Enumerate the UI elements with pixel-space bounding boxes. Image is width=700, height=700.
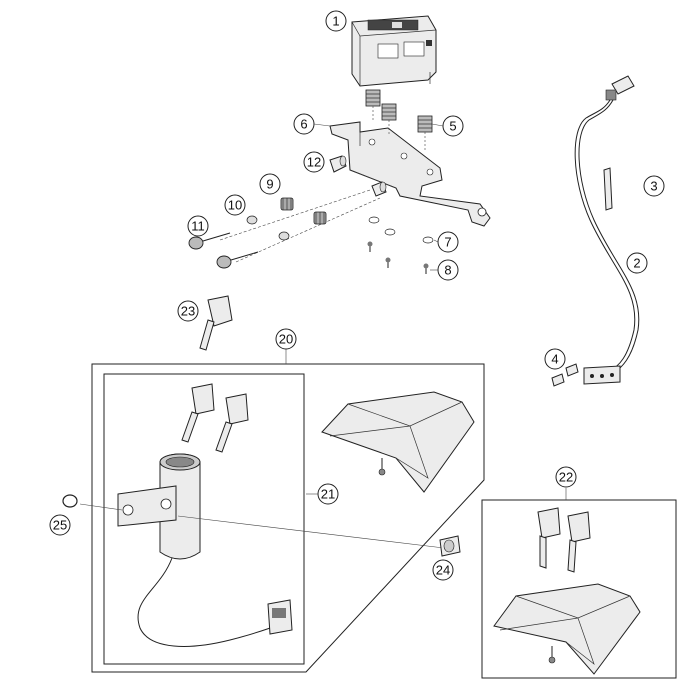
leader-line-25 <box>79 503 123 511</box>
callout-7: 7 <box>437 231 459 253</box>
washer-screw-parts <box>367 216 434 274</box>
callout-21: 21 <box>317 483 339 505</box>
svg-text:8: 8 <box>444 263 451 278</box>
svg-text:23: 23 <box>181 304 195 319</box>
mounting-bracket-part <box>329 121 491 227</box>
rubber-grommet-parts <box>365 89 433 150</box>
bolt-part-24 <box>439 535 461 557</box>
callout-9: 9 <box>259 173 281 195</box>
callout-4: 4 <box>544 348 566 370</box>
callout-2: 2 <box>626 252 648 274</box>
svg-text:9: 9 <box>266 177 273 192</box>
svg-text:10: 10 <box>228 198 242 213</box>
seat-lock-cover-part <box>321 391 475 493</box>
bolt-assembly-parts <box>188 189 381 269</box>
ignition-lock-set-box <box>91 348 485 673</box>
strap-part <box>603 167 613 211</box>
ring-part-25 <box>62 494 78 508</box>
callout-11: 11 <box>187 215 209 237</box>
lock-kit-keys-part <box>537 507 591 573</box>
leader-line-24 <box>177 515 445 549</box>
svg-text:2: 2 <box>633 256 640 271</box>
instrument-cluster-part <box>351 15 437 87</box>
cable-harness-part <box>574 75 640 385</box>
callout-25: 25 <box>49 514 71 536</box>
ignition-lock-subset-box <box>103 373 305 665</box>
svg-text:1: 1 <box>332 14 339 29</box>
single-key-part <box>199 295 233 351</box>
callout-23: 23 <box>177 300 199 322</box>
callout-3: 3 <box>643 175 665 197</box>
svg-text:12: 12 <box>307 155 321 170</box>
callout-6: 6 <box>293 113 315 135</box>
svg-text:6: 6 <box>300 117 307 132</box>
callout-24: 24 <box>432 559 454 581</box>
svg-text:11: 11 <box>191 219 205 234</box>
svg-text:3: 3 <box>650 179 657 194</box>
callout-22: 22 <box>555 466 577 488</box>
callout-12: 12 <box>303 151 325 173</box>
lock-kit-cover-part <box>493 583 641 675</box>
svg-text:20: 20 <box>279 332 293 347</box>
spacer-parts <box>329 155 387 197</box>
svg-text:5: 5 <box>449 119 456 134</box>
svg-text:21: 21 <box>321 487 335 502</box>
callout-5: 5 <box>442 115 464 137</box>
svg-text:25: 25 <box>53 518 67 533</box>
svg-text:7: 7 <box>444 235 451 250</box>
svg-text:24: 24 <box>436 563 450 578</box>
callout-20: 20 <box>275 328 297 350</box>
ignition-lock-cylinder-part <box>117 453 293 647</box>
lock-kit-box <box>481 488 677 679</box>
callout-1: 1 <box>325 10 347 32</box>
key-pair-part <box>181 383 249 453</box>
callout-leader-lines <box>306 123 444 495</box>
callout-8: 8 <box>437 259 459 281</box>
svg-text:4: 4 <box>551 352 558 367</box>
pin-parts <box>551 363 579 387</box>
callout-10: 10 <box>224 194 246 216</box>
svg-text:22: 22 <box>559 470 573 485</box>
